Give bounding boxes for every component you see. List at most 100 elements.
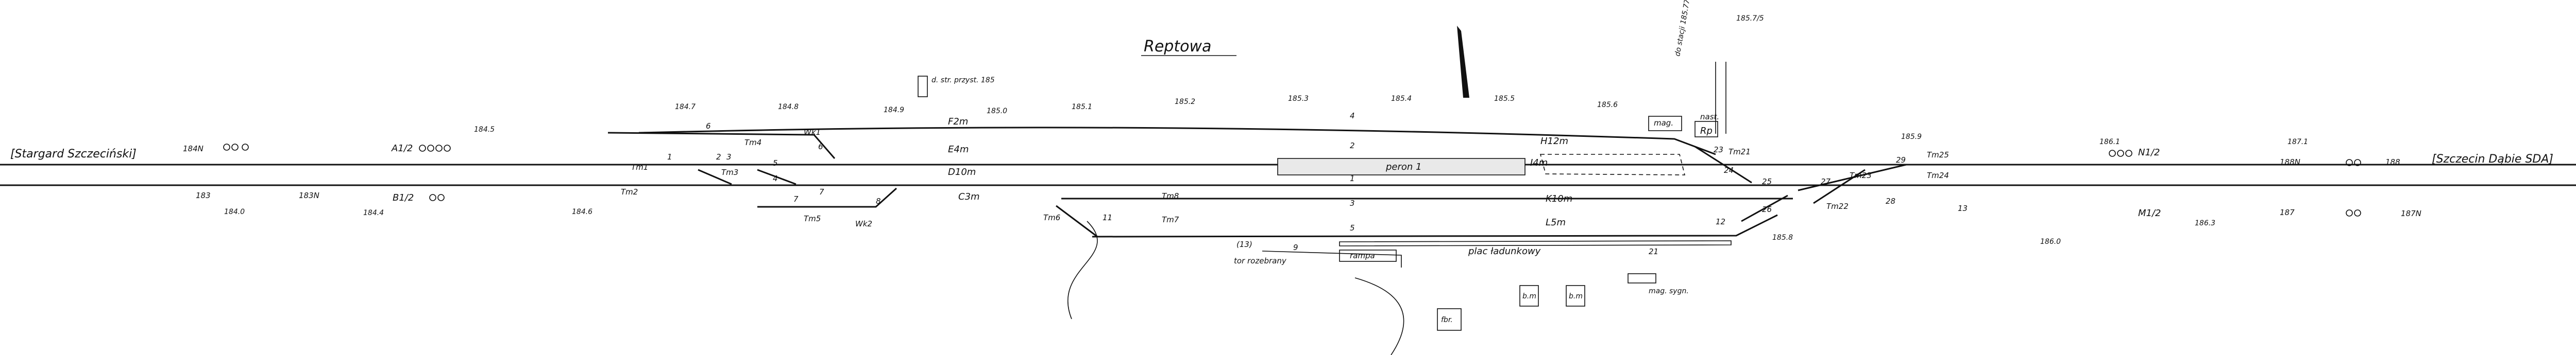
switch-25: 25 — [1762, 177, 1772, 186]
station-building-label: Rp — [1700, 126, 1713, 136]
tm8: Tm8 — [1162, 191, 1179, 201]
warehouse-label: mag. — [1654, 118, 1673, 128]
track-7 — [757, 187, 897, 208]
track-num-3: 3 — [1350, 199, 1355, 208]
tm4: Tm4 — [744, 138, 761, 147]
switch-26: 26 — [1762, 205, 1772, 214]
track-num-1: 1 — [1350, 174, 1355, 183]
shelter-box — [918, 76, 928, 97]
switch-4: 4 — [773, 174, 778, 183]
block-187: 187 — [2280, 208, 2295, 217]
km-185-1: 185.1 — [1072, 103, 1092, 111]
factory-building — [1437, 308, 1462, 331]
km-187-1: 187.1 — [2287, 138, 2308, 146]
signal-e: E4m — [948, 144, 969, 155]
signal-d: D10m — [948, 167, 976, 177]
block-184n: 184N — [183, 144, 204, 153]
signal-k: K10m — [1546, 193, 1572, 204]
tower-label-1: b.m — [1522, 292, 1536, 300]
signal-i: I4m — [1530, 157, 1548, 168]
dismantled-label: tor rozebrany — [1234, 256, 1287, 265]
tm5: Tm5 — [804, 214, 821, 223]
tm25: Tm25 — [1927, 150, 1949, 159]
tower-label-2: b.m — [1569, 292, 1583, 300]
switch-13: 13 — [1958, 204, 1968, 213]
crossover-f — [1741, 194, 1788, 222]
switch-6: 6 — [818, 142, 823, 151]
signal-l: L5m — [1546, 217, 1566, 228]
switch-12: 12 — [1716, 217, 1725, 226]
block-183: 183 — [196, 191, 211, 200]
switch-7: 7 — [819, 187, 824, 197]
track-5 — [1092, 214, 1778, 238]
km-184-0: 184.0 — [224, 208, 245, 216]
track-num-2: 2 — [1350, 141, 1355, 150]
signal-entry-east-2: M1/2 — [2138, 208, 2161, 219]
km-185-6: 185.6 — [1597, 101, 1618, 109]
tm6: Tm6 — [1043, 213, 1060, 222]
road-label: do stacji 185.775 — [1673, 0, 1692, 57]
track-num-4: 4 — [1350, 111, 1355, 120]
km-184-7: 184.7 — [675, 103, 696, 111]
switch-1: 1 — [667, 152, 672, 162]
signal-entry-west: A1/2 — [391, 143, 413, 154]
km-185-5: 185.5 — [1494, 95, 1515, 103]
signal-h: H12m — [1540, 136, 1568, 147]
km-185-8: 185.8 — [1772, 234, 1793, 242]
track-num-6: 6 — [706, 121, 711, 131]
road-east — [1715, 62, 1726, 134]
km-185-4: 185.4 — [1391, 95, 1412, 103]
crossover-e — [1813, 169, 1866, 204]
km-road: 185.7/5 — [1736, 14, 1764, 23]
signal-warehouse — [1628, 273, 1656, 283]
track-num-5: 5 — [1350, 223, 1355, 233]
block-183n: 183N — [299, 191, 319, 200]
crossover-b — [757, 169, 796, 185]
switch-28: 28 — [1886, 197, 1895, 206]
switch-8: 8 — [876, 197, 881, 206]
tm21: Tm21 — [1728, 147, 1751, 156]
block-188: 188 — [2385, 157, 2400, 167]
track-num-7: 7 — [793, 194, 799, 204]
km-185-2: 185.2 — [1175, 98, 1195, 106]
factory-label: fbr. — [1441, 316, 1453, 324]
road-west — [1067, 221, 1098, 319]
tm24: Tm24 — [1927, 171, 1949, 180]
north-arrow-icon — [1457, 26, 1469, 98]
warehouse-box — [1648, 116, 1682, 131]
tm3: Tm3 — [721, 168, 738, 177]
signal-entry-west-2: B1/2 — [393, 192, 414, 203]
km-184-8: 184.8 — [778, 103, 799, 111]
signal-group-west — [223, 144, 451, 201]
switch-3: 3 — [726, 152, 732, 162]
track-9 — [1262, 251, 1402, 268]
connector-left — [1056, 205, 1098, 238]
station-dashed — [1539, 154, 1686, 175]
crossover-c — [1694, 146, 1752, 184]
signal-entry-east: N1/2 — [2138, 147, 2160, 158]
km-185-0: 185.0 — [987, 107, 1007, 115]
km-184-4: 184.4 — [363, 209, 384, 217]
shelter-label: d. str. przyst. 185 — [931, 76, 995, 84]
switch-5: 5 — [773, 158, 778, 168]
yard-label: plac ładunkowy — [1468, 246, 1541, 257]
tm2: Tm2 — [621, 187, 638, 197]
km-186-0: 186.0 — [2040, 238, 2061, 246]
wk2: Wk2 — [855, 219, 872, 228]
switch-21: 21 — [1649, 247, 1658, 256]
platform-1 — [1277, 158, 1526, 175]
tm7: Tm7 — [1162, 215, 1179, 224]
signal-group-east — [2109, 150, 2361, 217]
direction-east: [Szczecin Dąbie SDA] — [2432, 153, 2553, 166]
switch-11: 11 — [1103, 213, 1112, 222]
station-title: Reptowa — [1144, 38, 1211, 56]
switch-2: 2 — [716, 152, 721, 162]
switch-29: 29 — [1896, 155, 1906, 165]
switch-27: 27 — [1821, 177, 1831, 186]
direction-west: [Stargard Szczeciński] — [10, 148, 137, 161]
track-6 — [607, 132, 836, 159]
road-diagonal — [1354, 277, 1404, 355]
post-label: nast. — [1700, 112, 1719, 121]
km-186-1: 186.1 — [2099, 138, 2120, 146]
tower-building-2 — [1566, 285, 1585, 307]
